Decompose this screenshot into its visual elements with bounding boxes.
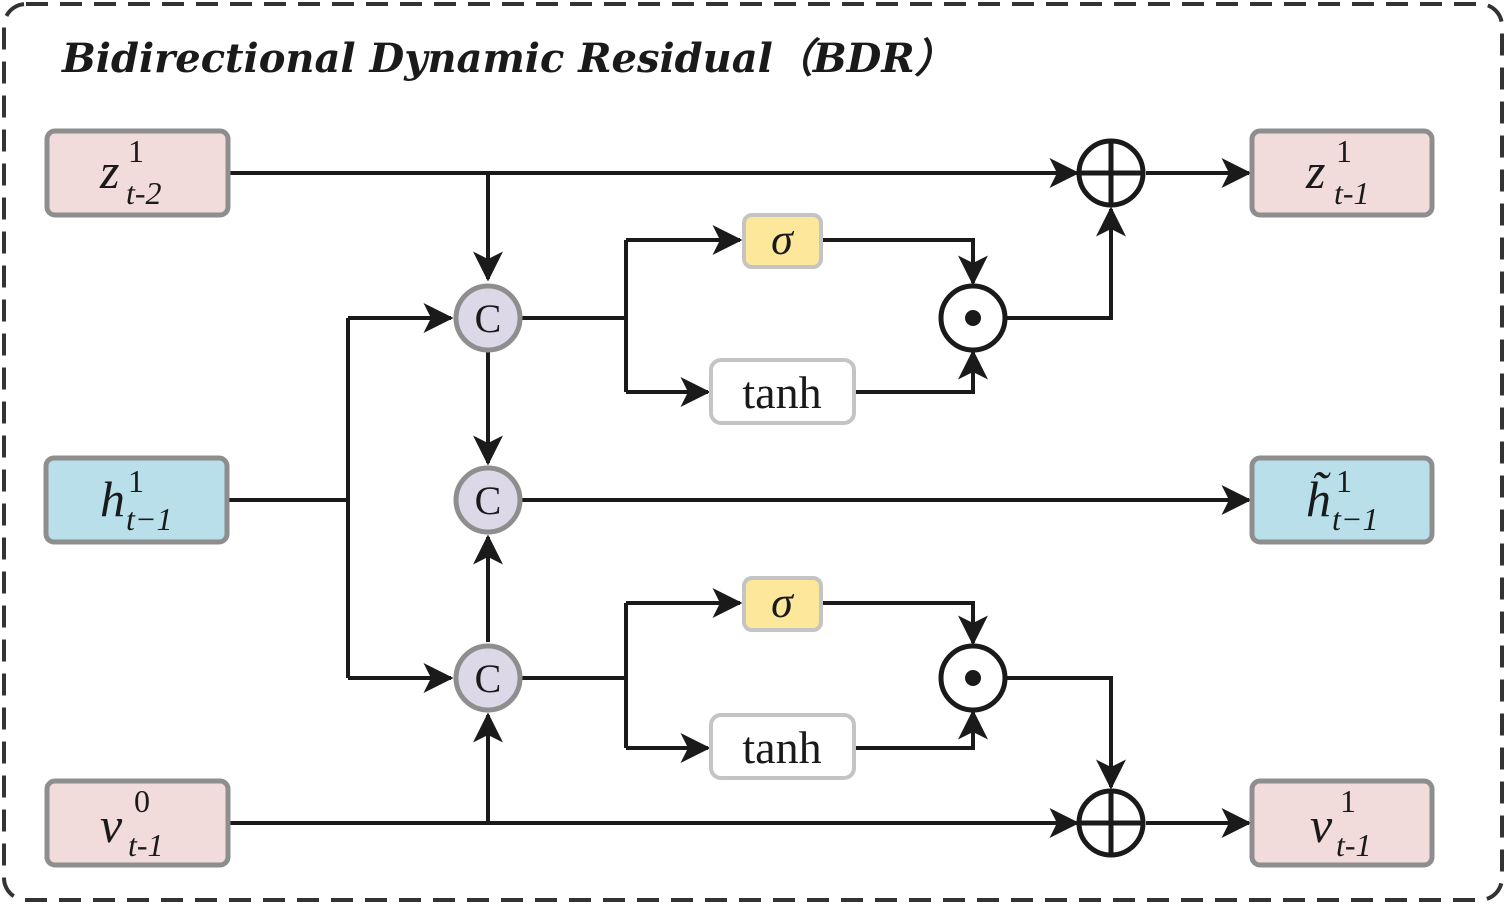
sigma-box-top: σ <box>742 213 823 269</box>
circle-plus-icon <box>1076 138 1146 208</box>
z-output-sup: 1 <box>1336 133 1352 169</box>
sigma-top-label: σ <box>771 215 795 264</box>
z-input-sup: 1 <box>128 133 144 169</box>
v-output-sup: 1 <box>1340 783 1356 819</box>
node-v-input: v 0 t-1 <box>44 778 231 868</box>
wires <box>228 158 1252 838</box>
concat-node-middle: C <box>453 465 523 535</box>
concat-node-top: C <box>453 283 523 353</box>
tanh-bottom-label: tanh <box>742 722 821 773</box>
wire-mul-bottom-to-add <box>1007 676 1126 790</box>
v-input-sub: t-1 <box>128 827 164 863</box>
v-input-main: v <box>100 797 123 853</box>
wire-sigma-bottom-to-mul <box>822 601 988 646</box>
tanh-box-top: tanh <box>709 358 856 425</box>
circle-plus-icon <box>1076 788 1146 858</box>
h-input-main: h <box>100 471 125 527</box>
h-output-main: h̃ <box>1306 471 1331 527</box>
tanh-box-bottom: tanh <box>709 713 856 780</box>
h-output-sup: 1 <box>1336 463 1352 499</box>
wire-tanh-top-to-mul <box>855 349 988 394</box>
z-input-sub: t-2 <box>126 175 162 211</box>
concat-top-label: C <box>475 296 502 341</box>
diagram-title: Bidirectional Dynamic Residual（BDR） <box>61 35 955 82</box>
v-output-sub: t-1 <box>1336 827 1372 863</box>
z-output-main: z <box>1305 143 1325 199</box>
h-output-sub: t−1 <box>1332 501 1378 537</box>
circle-dot-icon <box>938 643 1008 713</box>
concat-bottom-label: C <box>475 656 502 701</box>
node-h-input: h 1 t−1 <box>43 455 230 545</box>
tanh-top-label: tanh <box>742 367 821 418</box>
concat-node-bottom: C <box>453 643 523 713</box>
h-input-sub: t−1 <box>126 501 172 537</box>
circle-dot-icon <box>938 283 1008 353</box>
wire-mul-top-to-add <box>1007 206 1126 320</box>
v-output-main: v <box>1310 797 1333 853</box>
node-z-input: z 1 t-2 <box>44 128 231 218</box>
wire-tanh-bottom-to-mul <box>855 709 988 750</box>
v-input-sup: 0 <box>134 783 150 819</box>
node-h-output: h̃ 1 t−1 <box>1249 455 1435 545</box>
wire-sigma-top-to-mul <box>822 238 988 286</box>
concat-middle-label: C <box>475 478 502 523</box>
z-input-main: z <box>99 143 119 199</box>
z-output-sub: t-1 <box>1334 175 1370 211</box>
node-z-output: z 1 t-1 <box>1249 128 1435 218</box>
h-input-sup: 1 <box>128 463 144 499</box>
sigma-bottom-label: σ <box>771 578 795 627</box>
node-v-output: v 1 t-1 <box>1249 778 1435 868</box>
sigma-box-bottom: σ <box>742 576 823 632</box>
